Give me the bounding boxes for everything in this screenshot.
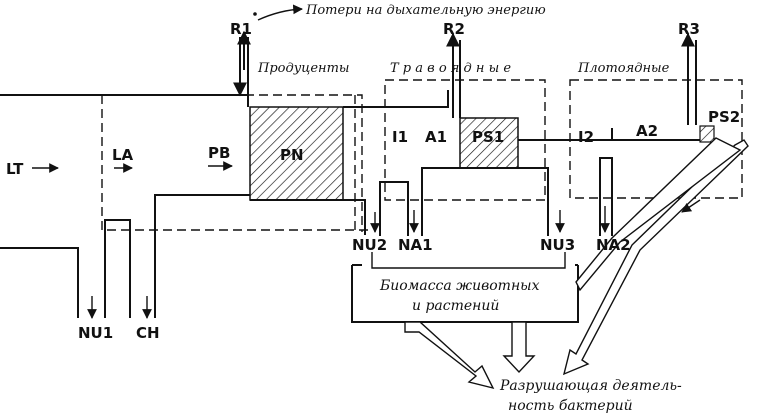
ps2-return-arrow bbox=[575, 137, 742, 292]
r3-label: R3 bbox=[678, 20, 700, 38]
r2-label: R2 bbox=[443, 20, 465, 38]
r1-label: R1 bbox=[230, 20, 252, 38]
losses-label: Потери на дыхательную энергию bbox=[305, 3, 546, 18]
biomass-label-line1: Биомасса животных bbox=[379, 278, 540, 294]
r1-dot bbox=[253, 12, 257, 16]
bacteria-label-line1: Разрушающая деятель- bbox=[499, 378, 682, 394]
nu1-label: NU1 bbox=[78, 324, 113, 342]
nu1-flow bbox=[0, 247, 79, 318]
la-loop bbox=[104, 219, 131, 318]
i2-label: I2 bbox=[578, 128, 594, 146]
ch-label: CH bbox=[136, 324, 160, 342]
nu2-flow bbox=[250, 199, 366, 235]
biomass-label-line2: и растений bbox=[412, 298, 499, 314]
ps2-block bbox=[699, 125, 715, 143]
ps2-feedback-arrow bbox=[681, 199, 701, 213]
pn-block bbox=[249, 106, 344, 201]
losses-arrow bbox=[257, 4, 303, 21]
pb-label: PB bbox=[208, 144, 230, 162]
herbivores-label: Т р а в о я д н ы е bbox=[390, 61, 511, 76]
i1-label: I1 bbox=[392, 128, 408, 146]
na2-loop bbox=[599, 157, 613, 236]
biomass-connectors bbox=[351, 264, 579, 323]
producers-boundary bbox=[101, 94, 372, 232]
a2-label: A2 bbox=[636, 122, 658, 140]
herbivore-ingest-line bbox=[421, 167, 549, 236]
ch-flow bbox=[154, 194, 250, 318]
carnivores-label: Плотоядные bbox=[577, 61, 670, 76]
a1-label: A1 bbox=[425, 128, 447, 146]
bacteria-label-line2: ность бактерий bbox=[508, 398, 633, 414]
nu2-label: NU2 bbox=[352, 236, 387, 254]
na2-label: NA2 bbox=[596, 236, 631, 254]
ps1-label: PS1 bbox=[472, 128, 504, 146]
ps1-block bbox=[459, 117, 519, 169]
nu3-label: NU3 bbox=[540, 236, 575, 254]
pn-to-herbivores-line bbox=[343, 90, 449, 108]
ps1-to-carnivores-line bbox=[518, 128, 613, 141]
producers-label: Продуценты bbox=[257, 61, 350, 76]
la-label: LA bbox=[112, 146, 134, 164]
decomposition-arrow-right bbox=[562, 139, 749, 376]
decomposition-arrow-left bbox=[404, 321, 495, 390]
lt-label: LT bbox=[6, 160, 24, 178]
biomass-inner bbox=[371, 252, 566, 269]
ps2-label: PS2 bbox=[708, 108, 740, 126]
decomposition-arrow-center bbox=[502, 321, 536, 374]
na1-loop bbox=[379, 181, 409, 236]
na1-label: NA1 bbox=[398, 236, 433, 254]
pn-label: PN bbox=[280, 146, 304, 164]
